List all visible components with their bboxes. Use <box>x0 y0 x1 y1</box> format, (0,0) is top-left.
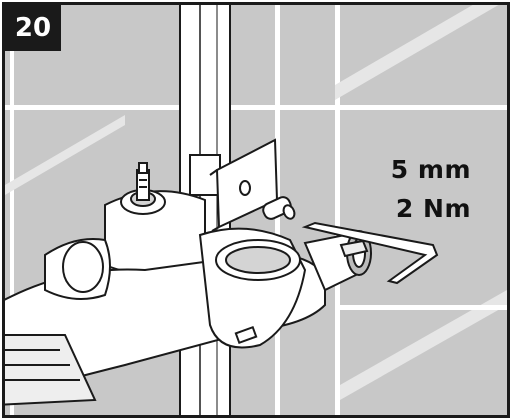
set-screw <box>262 196 296 220</box>
installation-illustration <box>5 5 507 415</box>
step-number-badge: 20 <box>5 5 61 51</box>
horizontal-pipe <box>5 227 326 406</box>
valve-body <box>104 162 206 276</box>
torque-label: 2 Nm <box>395 194 471 223</box>
hex-key-icon <box>301 221 439 285</box>
tool-size-label: 5 mm <box>390 155 471 184</box>
